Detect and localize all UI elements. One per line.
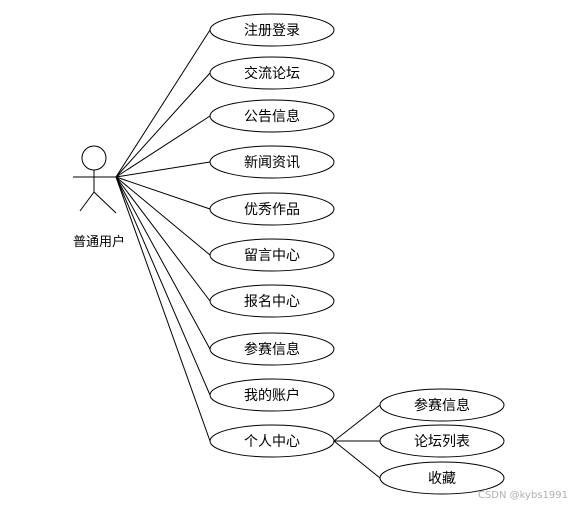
use-case-uc-works: 优秀作品 bbox=[209, 192, 335, 226]
use-case-uc-register: 注册登录 bbox=[209, 13, 335, 47]
use-case-label: 我的账户 bbox=[244, 387, 300, 404]
connector-uc-account bbox=[115, 176, 211, 396]
connector-sub-favorites bbox=[333, 440, 381, 479]
connector-uc-contest bbox=[115, 176, 211, 350]
use-case-ellipse bbox=[209, 424, 335, 458]
use-case-label: 个人中心 bbox=[244, 434, 300, 450]
use-case-ellipse bbox=[209, 238, 335, 272]
actor-normal-user: 普通用户 bbox=[73, 145, 125, 250]
connector-uc-forum bbox=[115, 72, 211, 178]
sub-use-case-label: 论坛列表 bbox=[414, 434, 470, 450]
use-case-ellipse bbox=[209, 56, 335, 90]
sub-use-case-ellipse bbox=[379, 424, 505, 458]
actor-head bbox=[81, 145, 107, 171]
use-case-label: 优秀作品 bbox=[244, 202, 300, 218]
sub-use-case-sub-favorites: 收藏 bbox=[379, 461, 505, 495]
use-case-uc-account: 我的账户 bbox=[209, 378, 335, 412]
sub-use-case-ellipse bbox=[379, 388, 505, 422]
use-case-label: 报名中心 bbox=[244, 294, 300, 310]
sub-use-case-ellipse bbox=[379, 461, 505, 495]
use-case-uc-contest: 参赛信息 bbox=[209, 332, 335, 366]
use-case-ellipse bbox=[209, 378, 335, 412]
connector-uc-news bbox=[115, 161, 211, 178]
use-case-label: 交流论坛 bbox=[244, 65, 300, 82]
use-case-ellipse bbox=[209, 13, 335, 47]
watermark: CSDN @kybs1991 bbox=[478, 490, 568, 501]
connector-uc-works bbox=[115, 176, 211, 210]
use-case-label: 新闻资讯 bbox=[244, 155, 300, 171]
use-case-uc-notice: 公告信息 bbox=[209, 99, 335, 133]
actor-left-leg bbox=[79, 191, 95, 212]
use-case-ellipse bbox=[209, 284, 335, 318]
use-case-uc-message: 留言中心 bbox=[209, 238, 335, 272]
use-case-ellipse bbox=[209, 332, 335, 366]
use-case-label: 参赛信息 bbox=[244, 341, 300, 358]
sub-use-case-sub-forum-list: 论坛列表 bbox=[379, 424, 505, 458]
use-case-uc-news: 新闻资讯 bbox=[209, 145, 335, 179]
actor-label: 普通用户 bbox=[73, 234, 125, 250]
use-case-ellipse bbox=[209, 192, 335, 226]
connector-uc-personal bbox=[115, 176, 211, 442]
sub-use-case-sub-contest: 参赛信息 bbox=[379, 388, 505, 422]
sub-use-case-label: 收藏 bbox=[428, 471, 456, 487]
connector-uc-signup bbox=[115, 176, 211, 302]
actor-right-leg bbox=[93, 191, 117, 214]
connector-sub-contest bbox=[333, 404, 381, 442]
use-case-label: 公告信息 bbox=[244, 108, 300, 125]
use-case-uc-personal: 个人中心 bbox=[209, 424, 335, 458]
connector-uc-message bbox=[115, 176, 211, 256]
use-case-uc-signup: 报名中心 bbox=[209, 284, 335, 318]
use-case-uc-forum: 交流论坛 bbox=[209, 56, 335, 90]
connector-uc-notice bbox=[115, 115, 211, 178]
use-case-label: 注册登录 bbox=[244, 23, 300, 39]
use-case-label: 留言中心 bbox=[244, 248, 300, 264]
use-case-ellipse bbox=[209, 99, 335, 133]
connector-uc-register bbox=[115, 29, 211, 178]
use-case-ellipse bbox=[209, 145, 335, 179]
sub-use-case-label: 参赛信息 bbox=[414, 397, 470, 414]
connector-lines bbox=[115, 29, 381, 479]
